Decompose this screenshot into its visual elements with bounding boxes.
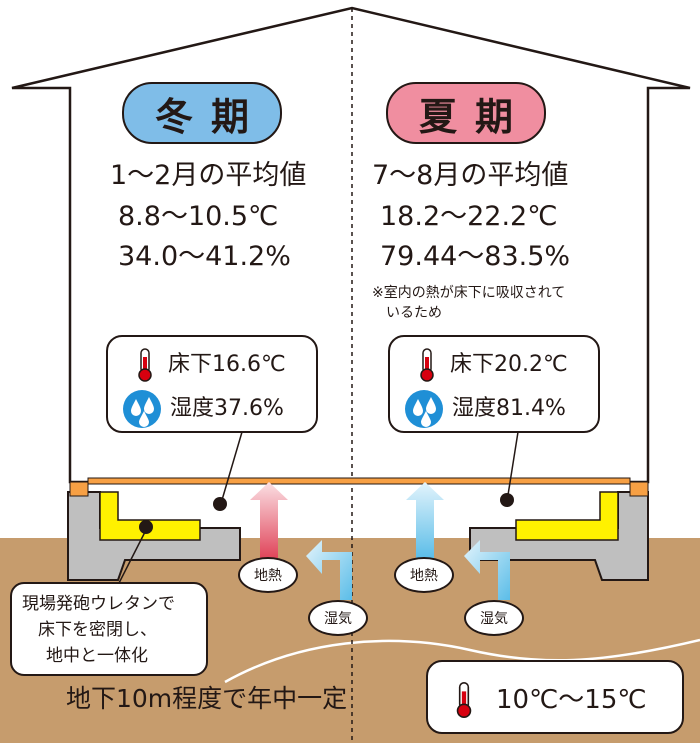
leader-dot-summer	[500, 493, 514, 507]
leader-line-summer	[507, 431, 519, 496]
leader-dot-urethane	[139, 520, 153, 534]
geothermal-label-right: 地熱	[394, 557, 454, 593]
winter-title-pill: 冬期	[122, 82, 282, 144]
soil-wave-line	[224, 638, 700, 684]
sill-left	[69, 481, 89, 497]
heat-arrow-icon	[406, 482, 444, 558]
winter-humidity-range: 34.0～41.2%	[118, 241, 291, 272]
moisture-text: 湿気	[324, 611, 352, 627]
moisture-text: 湿気	[480, 611, 508, 627]
summer-floor-humidity: 湿度81.4%	[452, 396, 566, 421]
summer-title: 夏期	[418, 94, 531, 139]
winter-floor-humidity-row: 湿度37.6%	[122, 389, 284, 429]
insulation-left	[99, 491, 201, 541]
summer-floor-bubble: 床下20.2℃ 湿度81.4%	[388, 335, 600, 433]
geothermal-label-left: 地熱	[238, 557, 298, 593]
summer-note-line1: ※室内の熱が床下に吸収されて	[372, 285, 566, 301]
moisture-arrow-icon	[464, 540, 510, 600]
winter-temp-range: 8.8～10.5℃	[118, 201, 279, 232]
winter-title: 冬期	[154, 94, 267, 139]
summer-humidity-range: 79.44～83.5%	[380, 241, 571, 272]
winter-floor-humidity: 湿度37.6%	[170, 396, 284, 421]
leader-line-winter	[221, 431, 243, 501]
moisture-arrow-icon	[306, 540, 352, 600]
winter-period: 1～2月の平均値	[110, 160, 307, 191]
urethane-line3: 地中と一体化	[46, 646, 148, 666]
urethane-line2: 床下を密閉し、	[38, 620, 157, 640]
winter-floor-bubble: 床下16.6℃ 湿度37.6%	[106, 335, 318, 433]
summer-floor-temp-row: 床下20.2℃	[414, 347, 568, 383]
ground-temp-row: 10℃～15℃	[450, 680, 647, 720]
geothermal-text: 地熱	[254, 568, 282, 584]
urethane-bubble: 現場発砲ウレタンで 床下を密閉し、 地中と一体化	[10, 582, 208, 676]
leader-line-urethane	[117, 529, 147, 586]
ground-temp-bubble: 10℃～15℃	[426, 660, 684, 734]
ground-depth-text: 地下10m程度で年中一定	[66, 684, 348, 713]
moisture-label-left: 湿気	[308, 600, 368, 636]
water-drop-icon	[405, 390, 443, 428]
heat-arrow-icon	[250, 482, 288, 558]
summer-floor-humidity-row: 湿度81.4%	[404, 389, 566, 429]
summer-period: 7～8月の平均値	[372, 160, 569, 191]
summer-title-pill: 夏期	[386, 82, 546, 144]
thermometer-icon	[456, 681, 472, 719]
winter-floor-temp: 床下16.6℃	[168, 352, 286, 377]
urethane-line1: 現場発砲ウレタンで	[22, 594, 175, 614]
leader-dot-winter	[213, 497, 227, 511]
water-drop-icon	[123, 390, 161, 428]
thermometer-icon	[420, 348, 434, 382]
thermometer-icon	[138, 348, 152, 382]
winter-floor-temp-row: 床下16.6℃	[132, 347, 286, 383]
moisture-label-right: 湿気	[464, 600, 524, 636]
summer-note-line2: いるため	[386, 305, 442, 321]
summer-floor-temp: 床下20.2℃	[450, 352, 568, 377]
insulation-right	[515, 491, 619, 541]
summer-temp-range: 18.2～22.2℃	[380, 201, 558, 232]
sill-right	[629, 481, 649, 497]
ground-temp-range: 10℃～15℃	[496, 685, 647, 715]
floor-board	[87, 477, 631, 485]
geothermal-text: 地熱	[410, 568, 438, 584]
